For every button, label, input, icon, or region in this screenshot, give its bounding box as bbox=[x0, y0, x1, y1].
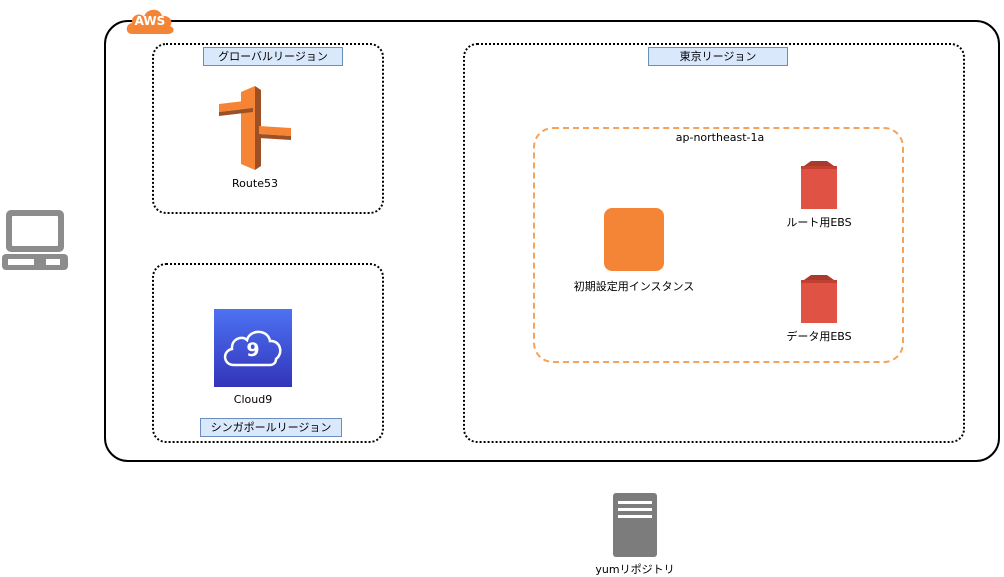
server-icon bbox=[613, 493, 657, 557]
availability-zone-group bbox=[533, 127, 904, 363]
root-ebs-label: ルート用EBS bbox=[786, 216, 852, 229]
aws-cloud-group bbox=[104, 20, 1000, 462]
singapore-region-group bbox=[152, 263, 384, 443]
cloud9-icon: 9 bbox=[214, 309, 292, 387]
global-region-group bbox=[152, 43, 384, 214]
tokyo-region-label: 東京リージョン bbox=[648, 47, 788, 66]
route53-label: Route53 bbox=[232, 177, 278, 190]
laptop-icon bbox=[2, 210, 68, 270]
route53-icon bbox=[219, 86, 291, 170]
cloud9-digit: 9 bbox=[246, 339, 260, 361]
singapore-region-label: シンガポールリージョン bbox=[200, 418, 342, 437]
availability-zone-label: ap-northeast-1a bbox=[675, 131, 765, 144]
tokyo-region-group bbox=[463, 43, 965, 443]
aws-cloud-badge-icon bbox=[126, 9, 174, 34]
global-region-label: グローバルリージョン bbox=[203, 47, 343, 66]
cloud9-label: Cloud9 bbox=[233, 393, 273, 406]
instance-label: 初期設定用インスタンス bbox=[573, 280, 695, 293]
data-ebs-label: データ用EBS bbox=[786, 330, 852, 343]
aws-badge-label: AWS bbox=[134, 14, 166, 28]
root-ebs-volume-icon bbox=[801, 161, 837, 209]
ec2-instance-icon bbox=[604, 208, 664, 271]
yum-repository-label: yumリポジトリ bbox=[595, 563, 675, 576]
data-ebs-volume-icon bbox=[801, 275, 837, 323]
